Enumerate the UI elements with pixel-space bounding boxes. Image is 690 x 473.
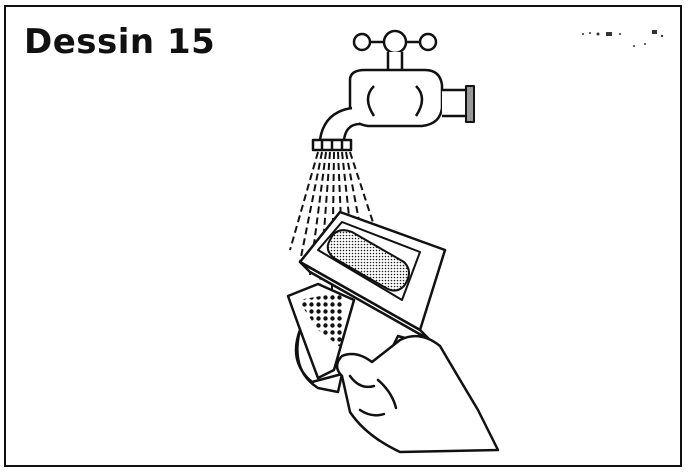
scan-specks [582, 30, 664, 47]
faucet-icon [311, 29, 475, 152]
figure-title: Dessin 15 [24, 22, 216, 62]
filter-icon [286, 210, 447, 394]
hand-icon [335, 334, 500, 454]
